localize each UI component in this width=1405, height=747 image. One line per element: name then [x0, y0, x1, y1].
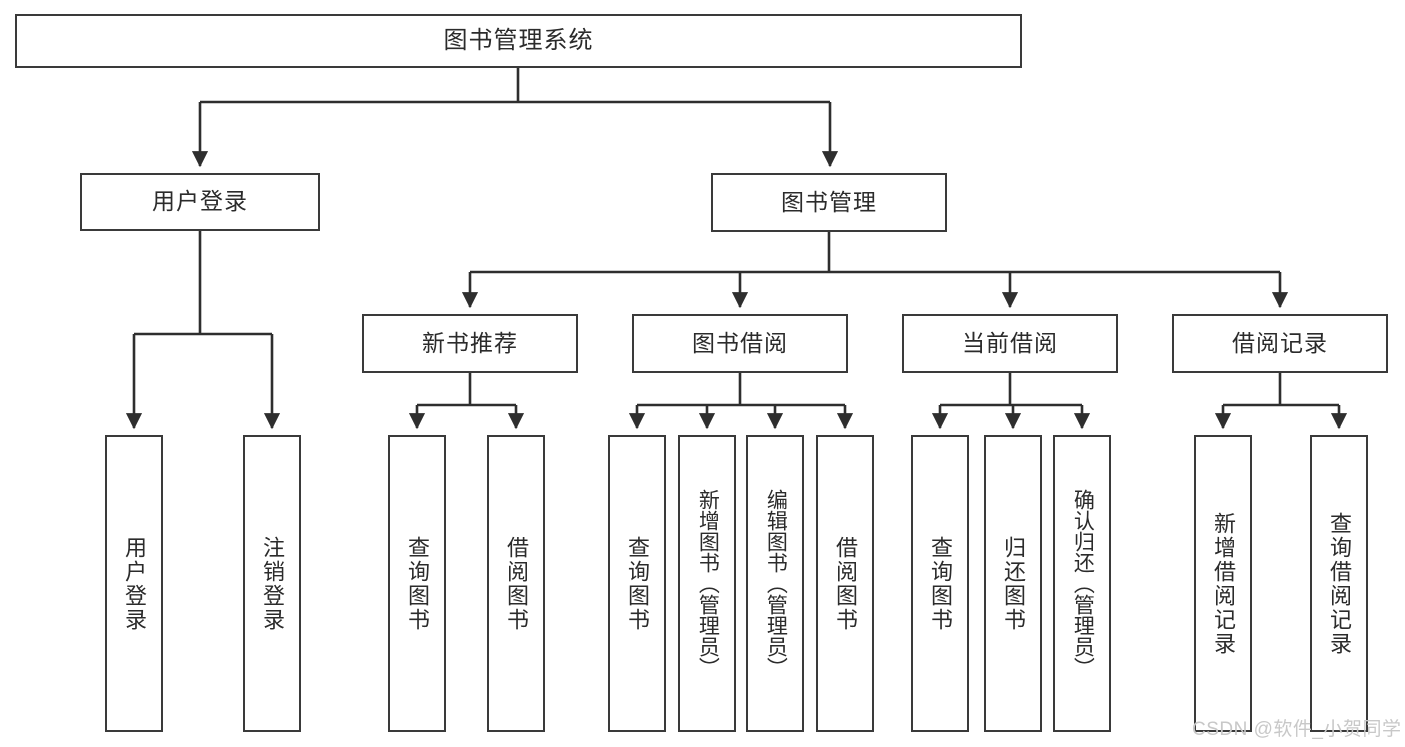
node-borrow-record-label: 借阅记录 — [1232, 329, 1328, 356]
leaf-query-record[interactable]: 查询借阅记录 — [1310, 435, 1368, 732]
node-book-borrow[interactable]: 图书借阅 — [632, 314, 848, 373]
leaf-user-login[interactable]: 用户登录 — [105, 435, 163, 732]
leaf-add-book-label: 新增图书（管理员） — [696, 489, 720, 678]
leaf-borrow-book-label: 借阅图书 — [832, 535, 858, 632]
leaf-query-book-borrow[interactable]: 查询图书 — [608, 435, 666, 732]
leaf-query-book-rec-label: 查询图书 — [404, 535, 430, 632]
csdn-watermark: CSDN @软件_小贺同学 — [1192, 719, 1402, 740]
node-book-manage[interactable]: 图书管理 — [711, 173, 947, 232]
node-user-login[interactable]: 用户登录 — [80, 173, 320, 231]
leaf-edit-book-label: 编辑图书（管理员） — [764, 489, 788, 678]
leaf-query-record-label: 查询借阅记录 — [1326, 511, 1352, 656]
leaf-add-book[interactable]: 新增图书（管理员） — [678, 435, 736, 732]
leaf-add-record-label: 新增借阅记录 — [1210, 511, 1236, 656]
node-root-label: 图书管理系统 — [443, 26, 594, 54]
leaf-borrow-book-rec-label: 借阅图书 — [503, 535, 529, 632]
leaf-query-book-cur[interactable]: 查询图书 — [911, 435, 969, 732]
leaf-query-book-cur-label: 查询图书 — [927, 535, 953, 632]
node-book-manage-label: 图书管理 — [781, 188, 877, 215]
leaf-borrow-book-rec[interactable]: 借阅图书 — [487, 435, 545, 732]
leaf-confirm-return[interactable]: 确认归还（管理员） — [1053, 435, 1111, 732]
leaf-query-book-borrow-label: 查询图书 — [624, 535, 650, 632]
node-borrow-record[interactable]: 借阅记录 — [1172, 314, 1388, 373]
node-root[interactable]: 图书管理系统 — [15, 14, 1022, 68]
leaf-logout-login[interactable]: 注销登录 — [243, 435, 301, 732]
leaf-add-record[interactable]: 新增借阅记录 — [1194, 435, 1252, 732]
node-book-borrow-label: 图书借阅 — [692, 329, 788, 356]
leaf-query-book-rec[interactable]: 查询图书 — [388, 435, 446, 732]
node-new-book-rec-label: 新书推荐 — [422, 329, 518, 356]
node-current-borrow-label: 当前借阅 — [962, 329, 1058, 356]
node-user-login-label: 用户登录 — [152, 188, 248, 215]
leaf-return-book-label: 归还图书 — [1000, 535, 1026, 632]
leaf-confirm-return-label: 确认归还（管理员） — [1071, 489, 1095, 678]
leaf-return-book[interactable]: 归还图书 — [984, 435, 1042, 732]
node-current-borrow[interactable]: 当前借阅 — [902, 314, 1118, 373]
leaf-edit-book[interactable]: 编辑图书（管理员） — [746, 435, 804, 732]
leaf-user-login-label: 用户登录 — [121, 535, 147, 632]
leaf-logout-login-label: 注销登录 — [259, 535, 285, 632]
node-new-book-rec[interactable]: 新书推荐 — [362, 314, 578, 373]
leaf-borrow-book[interactable]: 借阅图书 — [816, 435, 874, 732]
